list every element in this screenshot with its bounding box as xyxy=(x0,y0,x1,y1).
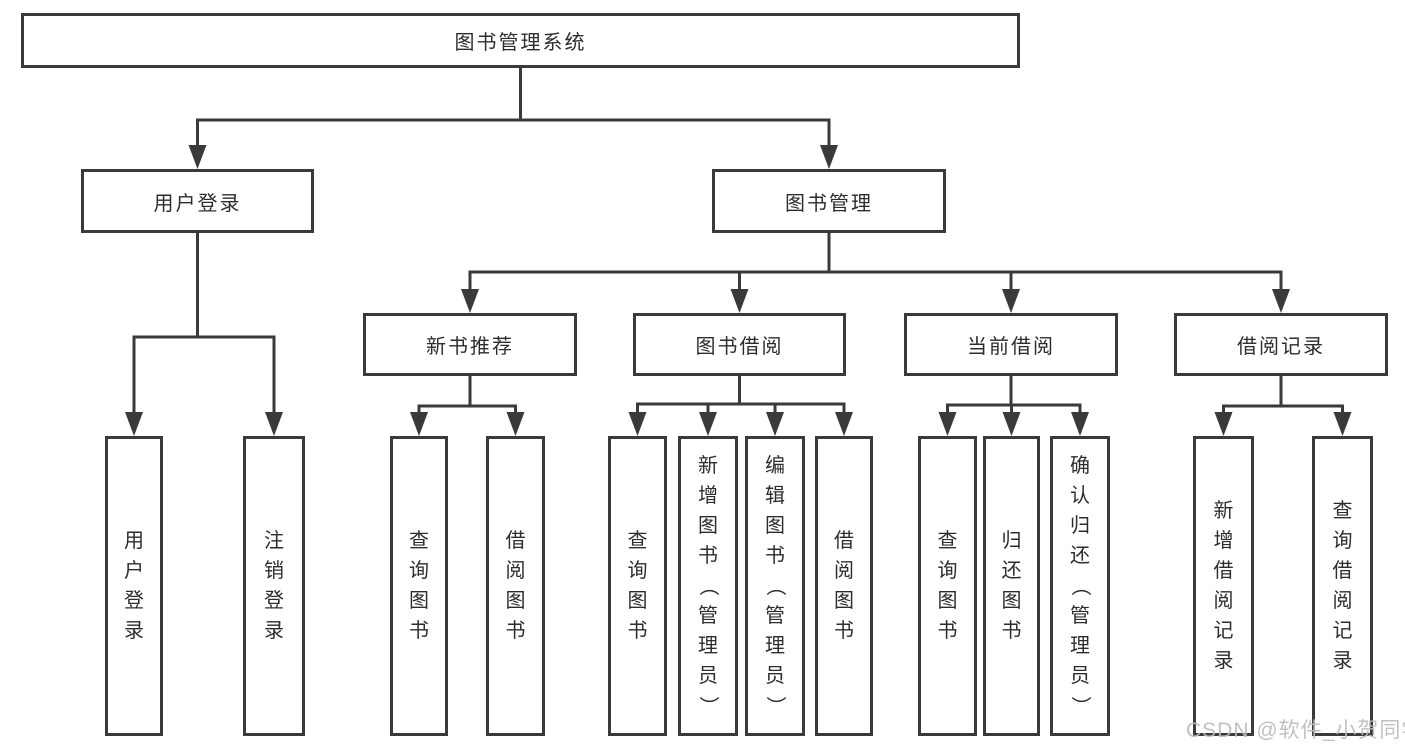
leaf-query-borrow-record: 查询借阅记录 xyxy=(1312,436,1373,736)
leaf-query-books-borrowing: 查询图书 xyxy=(608,436,667,736)
leaf-borrow-books-borrowing-label: 借阅图书 xyxy=(834,530,854,642)
leaf-add-book-admin-label: 新增图书（管理员） xyxy=(697,455,719,716)
leaf-add-book-admin: 新增图书（管理员） xyxy=(678,436,738,736)
leaf-query-borrow-record-label: 查询借阅记录 xyxy=(1332,500,1353,672)
node-book-management: 图书管理 xyxy=(712,169,946,233)
leaf-return-books: 归还图书 xyxy=(983,436,1040,736)
leaf-query-books-recommend-label: 查询图书 xyxy=(409,530,429,642)
leaf-query-books-borrowing-label: 查询图书 xyxy=(627,530,648,642)
leaf-borrow-books-borrowing: 借阅图书 xyxy=(815,436,873,736)
leaf-query-books-current: 查询图书 xyxy=(918,436,977,736)
node-borrowing-records: 借阅记录 xyxy=(1174,313,1388,376)
leaf-borrow-books-recommend-label: 借阅图书 xyxy=(505,530,526,642)
leaf-query-books-current-label: 查询图书 xyxy=(937,530,958,642)
arrowheads xyxy=(125,145,1352,436)
node-book-borrowing: 图书借阅 xyxy=(633,313,846,376)
leaf-borrow-books-recommend: 借阅图书 xyxy=(486,436,545,736)
leaf-edit-book-admin-label: 编辑图书（管理员） xyxy=(764,455,786,716)
leaf-confirm-return-admin-label: 确认归还（管理员） xyxy=(1069,455,1091,716)
node-user-login: 用户登录 xyxy=(81,169,314,233)
leaf-logout-label: 注销登录 xyxy=(264,530,284,642)
csdn-watermark: CSDN @软件_小贺同学 xyxy=(1186,719,1405,742)
leaf-return-books-label: 归还图书 xyxy=(1001,530,1022,642)
leaf-query-books-recommend: 查询图书 xyxy=(390,436,448,736)
leaf-logout: 注销登录 xyxy=(243,436,305,736)
leaf-edit-book-admin: 编辑图书（管理员） xyxy=(745,436,805,736)
node-new-book-recommend: 新书推荐 xyxy=(363,313,577,376)
leaf-confirm-return-admin: 确认归还（管理员） xyxy=(1050,436,1110,736)
leaf-user-login: 用户登录 xyxy=(105,436,163,736)
node-current-borrowing: 当前借阅 xyxy=(904,313,1118,376)
leaf-user-login-label: 用户登录 xyxy=(124,530,144,642)
leaf-add-borrow-record-label: 新增借阅记录 xyxy=(1213,500,1234,672)
node-root: 图书管理系统 xyxy=(21,13,1020,68)
leaf-add-borrow-record: 新增借阅记录 xyxy=(1193,436,1254,736)
